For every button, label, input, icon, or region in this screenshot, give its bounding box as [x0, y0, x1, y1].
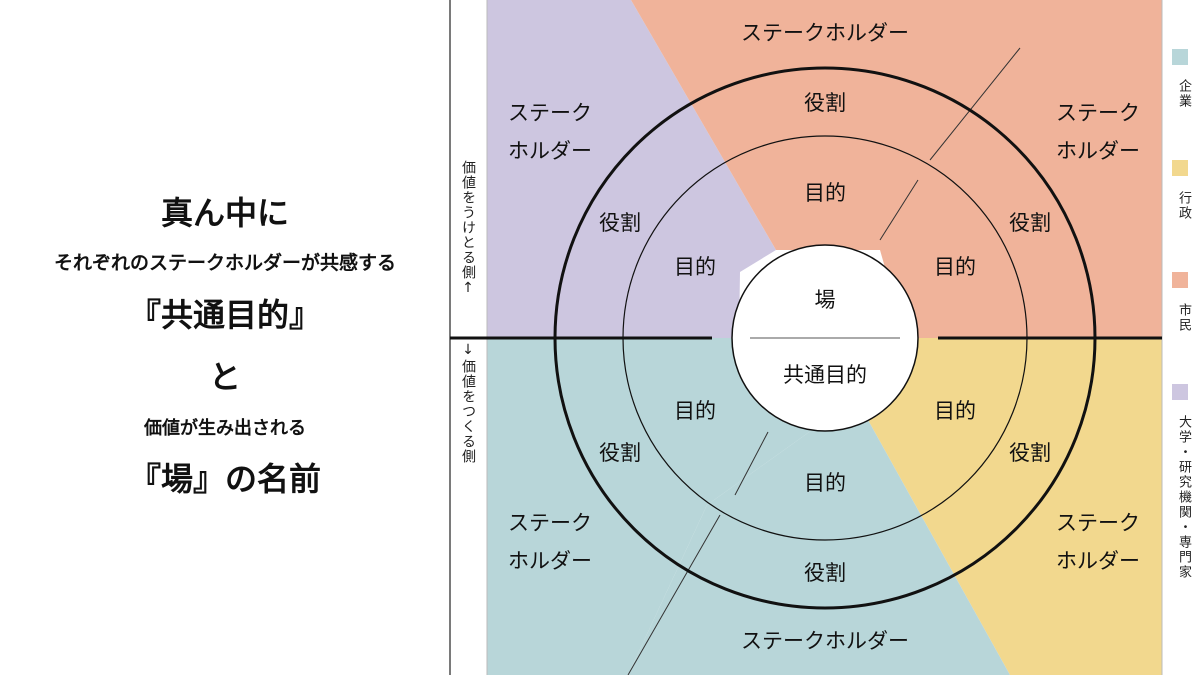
quadrant-citizens [631, 0, 1162, 338]
stakeholder-label-br-line1: ステーク [1056, 511, 1140, 535]
purpose-label: 目的 [934, 399, 976, 423]
quadrant-companies-lower [628, 338, 1010, 675]
divider-line [627, 514, 721, 675]
stakeholder-label-tl-line1: ステーク [508, 101, 592, 125]
divider-line [734, 431, 769, 496]
purpose-label: 目的 [804, 181, 846, 205]
axis-label-receive-side: 価値をうけとる側↑ [460, 160, 476, 297]
subheading-value-created: 価値が生み出される [144, 418, 306, 439]
stakeholder-label-tr-line1: ステーク [1056, 101, 1140, 125]
legend-label-citizens: 市民 [1176, 303, 1191, 333]
stakeholder-label-bl-line1: ステーク [508, 511, 592, 535]
heading-center: 真ん中に [160, 194, 289, 232]
role-label: 役割 [804, 561, 846, 585]
heading-place-name: 『場』の名前 [128, 460, 321, 498]
heading-and: と [208, 358, 241, 396]
stakeholder-label-bl-line2: ホルダー [508, 549, 592, 573]
purpose-label: 目的 [934, 255, 976, 279]
outer-ring [553, 66, 1097, 610]
axis-label-create-side: ↓価値をつくる側 [460, 342, 476, 464]
purpose-label: 目的 [804, 471, 846, 495]
stakeholder-label-tr-line2: ホルダー [1056, 139, 1140, 163]
role-label: 役割 [1009, 441, 1051, 465]
legend-label-government: 行政 [1176, 191, 1191, 221]
divider-line [929, 47, 1021, 161]
legend-label-companies: 企業 [1176, 79, 1191, 109]
quadrant-companies [487, 338, 826, 675]
center-common-purpose-label: 共通目的 [783, 363, 867, 387]
stakeholder-label-tl-line2: ホルダー [508, 139, 592, 163]
stakeholder-label-br-line2: ホルダー [1056, 549, 1140, 573]
quadrant-academia [487, 0, 776, 338]
legend-swatch-citizens [1172, 272, 1188, 288]
role-label: 役割 [599, 211, 641, 235]
inner-ring [622, 135, 1028, 541]
legend-label-academia: 大学・研究機関・専門家 [1176, 415, 1191, 580]
left-text-panel: 真ん中に それぞれのステークホルダーが共感する 『共通目的』 と 価値が生み出さ… [0, 0, 450, 675]
role-label: 役割 [599, 441, 641, 465]
role-label: 役割 [1009, 211, 1051, 235]
heading-common-purpose: 『共通目的』 [128, 296, 321, 334]
divider-line [879, 179, 919, 241]
subheading-stakeholders: それぞれのステークホルダーが共感する [53, 252, 396, 274]
center-place-label: 場 [815, 288, 836, 312]
stakeholder-label-bottom: ステークホルダー [741, 629, 909, 653]
legend-swatch-companies [1172, 49, 1188, 65]
role-label: 役割 [804, 91, 846, 115]
legend-swatch-academia [1172, 384, 1188, 400]
stakeholder-label-top: ステークホルダー [741, 21, 909, 45]
quadrant-government [868, 338, 1162, 675]
purpose-label: 目的 [674, 255, 716, 279]
purpose-label: 目的 [674, 399, 716, 423]
legend-swatch-government [1172, 160, 1188, 176]
